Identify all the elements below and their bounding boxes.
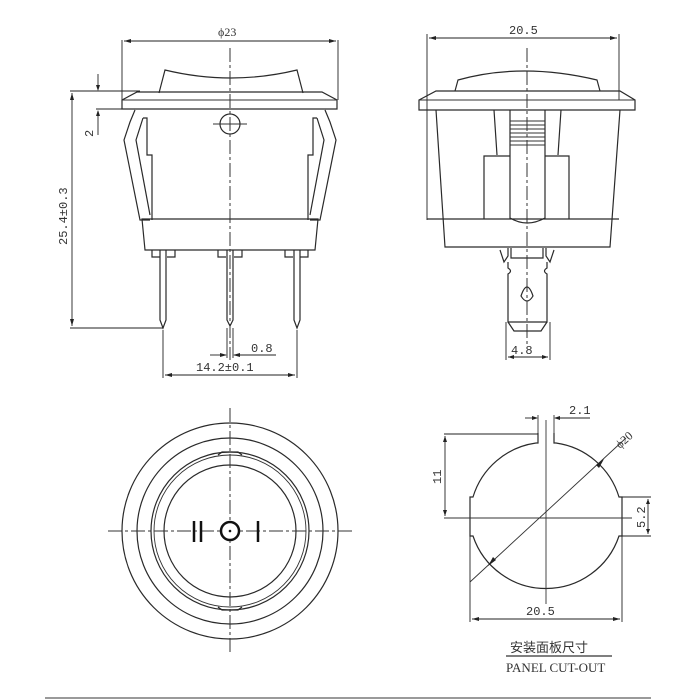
cutout-height-label: 11 — [431, 470, 445, 484]
caption-chinese: 安装面板尺寸 — [510, 640, 588, 655]
cutout-width-label: 20.5 — [526, 605, 555, 619]
caption-english: PANEL CUT-OUT — [506, 660, 605, 675]
slot-width-label: 2.1 — [569, 404, 591, 418]
front-height-label: 25.4±0.3 — [57, 187, 71, 245]
terminal-width-label: 4.8 — [511, 344, 533, 358]
front-flange-label: 2 — [83, 130, 97, 137]
cutout-diameter-label: ϕ20 — [613, 429, 636, 452]
side-view: 20.5 — [418, 24, 636, 360]
pin-span-label: 14.2±0.1 — [196, 361, 254, 375]
bottom-divider — [45, 697, 651, 699]
side-width-label: 20.5 — [509, 24, 538, 38]
front-diameter-label: ϕ23 — [218, 25, 236, 39]
notch-width-label: 5.2 — [635, 506, 649, 528]
front-view: ϕ23 25.4±0.3 — [57, 25, 339, 378]
panel-cutout: ϕ20 2.1 11 5.2 20.5 安装面板尺寸 PANEL CUT-OUT — [431, 404, 651, 675]
power-symbols — [192, 520, 260, 542]
top-view — [108, 408, 352, 655]
pin-width-label: 0.8 — [251, 342, 273, 356]
